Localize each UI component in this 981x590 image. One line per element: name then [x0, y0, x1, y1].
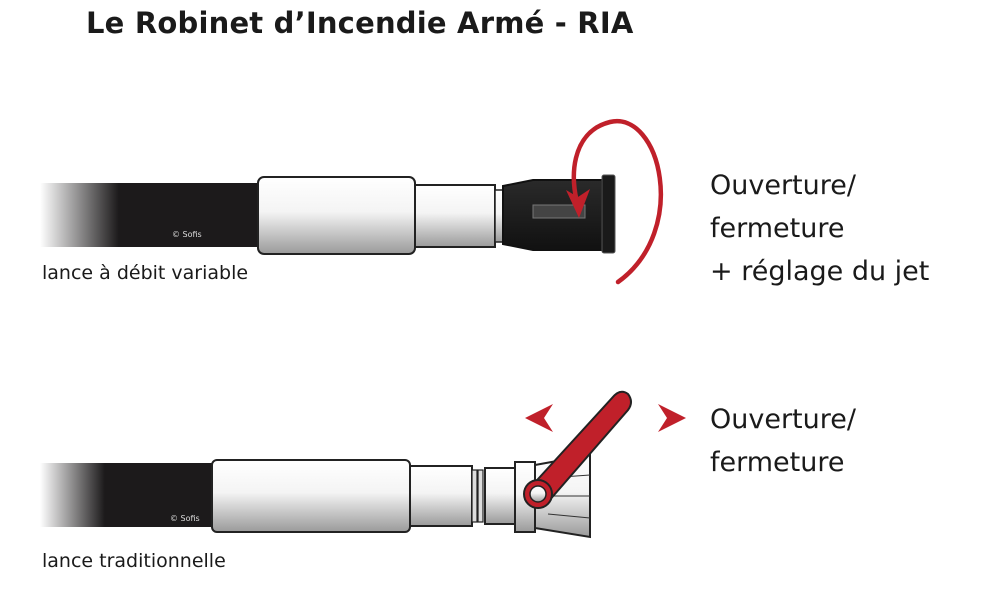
nozzle-label-traditional: lance traditionnelle	[42, 550, 226, 572]
hose	[40, 183, 265, 247]
slot	[532, 204, 586, 219]
nozzle-description-variable: Ouverture/ fermeture + réglage du jet	[710, 164, 929, 293]
variable-flow-nozzle: © Sofis	[40, 118, 664, 285]
description-line: Ouverture/	[710, 404, 856, 435]
arrow-right-icon	[658, 404, 686, 432]
description-line: fermeture	[710, 213, 845, 244]
description-line: fermeture	[710, 447, 845, 478]
hose	[40, 463, 225, 527]
neck	[414, 184, 496, 248]
rotation-arrow-icon	[571, 118, 664, 285]
description-line: Ouverture/	[710, 170, 856, 201]
nozzle-label-variable: lance à débit variable	[42, 262, 249, 284]
description-line: + réglage du jet	[710, 256, 930, 287]
lever-handle	[526, 390, 632, 504]
traditional-nozzle: © Sofis	[40, 390, 686, 539]
arrow-left-icon	[525, 404, 553, 432]
sleeve	[211, 459, 411, 533]
copyright-mark: © Sofis	[170, 514, 200, 523]
page-title: Le Robinet d’Incendie Armé - RIA	[86, 6, 634, 40]
neck	[409, 465, 473, 527]
sleeve	[257, 176, 416, 255]
nozzle-description-traditional: Ouverture/ fermeture	[710, 398, 856, 484]
copyright-mark: © Sofis	[172, 230, 202, 239]
